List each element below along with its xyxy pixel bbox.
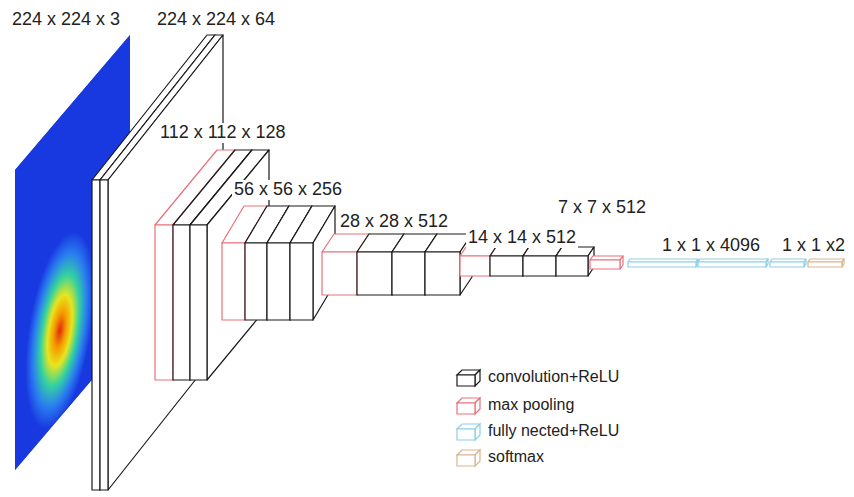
block-face [628,262,696,267]
swatch-face [457,455,475,466]
block-face [155,225,173,380]
dimension-label: 56 x 56 x 256 [232,180,344,200]
block-face [222,243,245,320]
block-face [808,262,842,267]
legend-swatch [455,448,481,468]
dimension-label: 28 x 28 x 512 [338,212,450,232]
legend-swatch [455,396,481,416]
legend-text: convolution+ReLU [488,368,619,386]
fc-block [770,259,806,267]
softmax-block [808,259,844,267]
block-face [523,247,562,256]
block-face [290,243,313,320]
legend-swatch [455,422,481,442]
conv-block [556,247,594,276]
dimension-label: 1 x 1 x 4096 [660,236,762,256]
fc-block [628,259,698,267]
block-face [460,256,490,276]
block-face [100,180,108,490]
dimension-label: 7 x 7 x 512 [556,198,648,218]
block-face [523,256,556,276]
dimension-label: 224 x 224 x 3 [10,10,122,30]
block-face [245,243,267,320]
layer-blocks [92,35,844,490]
block-face [425,252,460,295]
swatch-face [457,375,475,386]
swatch-face [475,398,480,414]
swatch-face [457,403,475,414]
pool-block [590,256,623,269]
block-face [267,243,290,320]
conv-block [100,35,223,490]
block-face [392,252,425,295]
legend-text: softmax [488,448,544,466]
swatch-face [457,429,475,440]
swatch-face [475,450,480,466]
swatch-face [475,424,480,440]
legend-swatch [455,368,481,388]
block-face [490,256,523,276]
block-face [190,225,207,380]
block-face [590,260,620,269]
block-face [490,247,529,256]
block-face [322,252,357,295]
swatch-face [475,370,480,386]
block-face [92,180,100,490]
block-face [173,225,190,380]
dimension-label: 1 x 1 x2 [780,236,847,256]
legend-text: fully nected+ReLU [488,422,619,440]
dimension-label: 112 x 112 x 128 [158,123,287,143]
block-face [770,262,804,267]
block-face [698,262,766,267]
block-face [357,252,392,295]
fc-block [698,259,768,267]
block-face [556,256,588,276]
legend-text: max pooling [488,396,574,414]
dimension-label: 224 x 224 x 64 [155,10,277,30]
dimension-label: 14 x 14 x 512 [466,228,578,248]
block-face [108,35,223,490]
